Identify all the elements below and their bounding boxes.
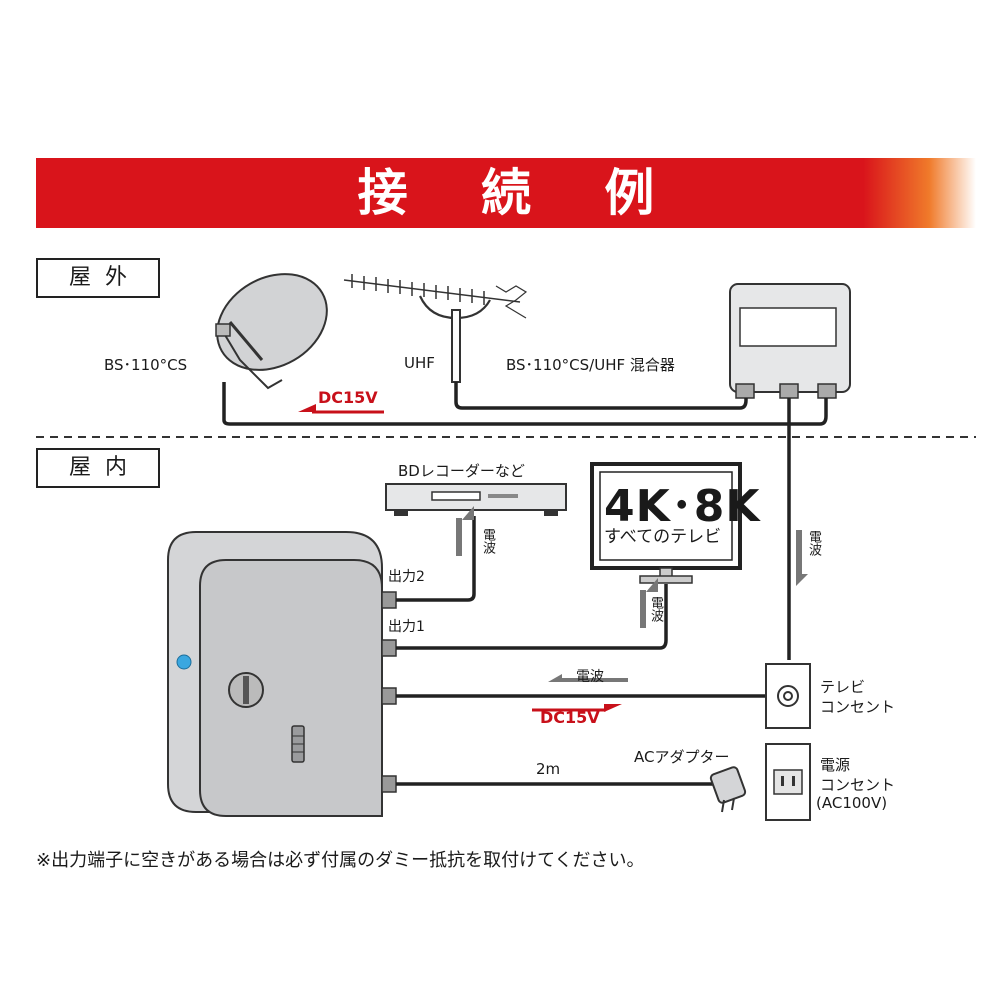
tv-4k8k-label: 4K･8K	[604, 481, 761, 532]
ac-adapter-label: ACアダプター	[634, 748, 730, 766]
tv-icon	[590, 462, 742, 584]
dish-label: BS･110°CS	[104, 356, 188, 374]
output1-label: 出力1	[388, 619, 425, 635]
ac-adapter-icon	[700, 766, 747, 813]
dc-arrow-top	[298, 404, 384, 414]
output2-label: 出力2	[388, 569, 425, 585]
recorder-label: BDレコーダーなど	[398, 462, 525, 480]
bd-recorder-icon	[385, 483, 567, 516]
outdoor-cables	[222, 382, 828, 660]
power-outlet-icon	[765, 743, 811, 821]
tv-wall-outlet-icon	[765, 663, 811, 729]
power-outlet-label-line1: 電源	[820, 756, 851, 774]
satellite-dish-icon	[215, 273, 328, 390]
tv-outlet-label-line1: テレビ	[820, 678, 866, 696]
power-outlet-label-line2: コンセント	[820, 776, 896, 794]
tv-outlet-label-line2: コンセント	[820, 698, 896, 716]
dc-bottom-label: DC15V	[540, 708, 600, 727]
tv-sub-label: すべてのテレビ	[604, 527, 722, 547]
signal-label-wall: 電波	[576, 669, 604, 685]
footnote: ※出力端子に空きがある場合は必ず付属のダミー抵抗を取付けてください。	[36, 850, 645, 871]
indoor-cables	[396, 516, 768, 786]
title-banner: 接 続 例	[36, 158, 976, 228]
dc-top-label: DC15V	[318, 388, 378, 407]
dc-arrow-bottom	[532, 704, 622, 712]
indoor-zone-label: 屋内	[36, 448, 160, 488]
signal-arrows	[456, 506, 808, 682]
power-outlet-label-line3: (AC100V)	[816, 794, 888, 812]
mixer-label: BS･110°CS/UHF 混合器	[506, 356, 675, 374]
page-title: 接 続 例	[357, 164, 683, 222]
uhf-antenna-icon	[343, 274, 528, 383]
cable-length-label: 2m	[536, 760, 561, 778]
signal-label-mixer: 電波	[806, 530, 821, 556]
mixer-device-icon	[729, 283, 851, 399]
booster-unit-icon	[167, 531, 397, 817]
outdoor-zone-label: 屋外	[36, 258, 160, 298]
uhf-label: UHF	[404, 354, 435, 372]
signal-label-tv: 電波	[648, 596, 663, 622]
signal-label-recorder: 電波	[480, 528, 495, 554]
